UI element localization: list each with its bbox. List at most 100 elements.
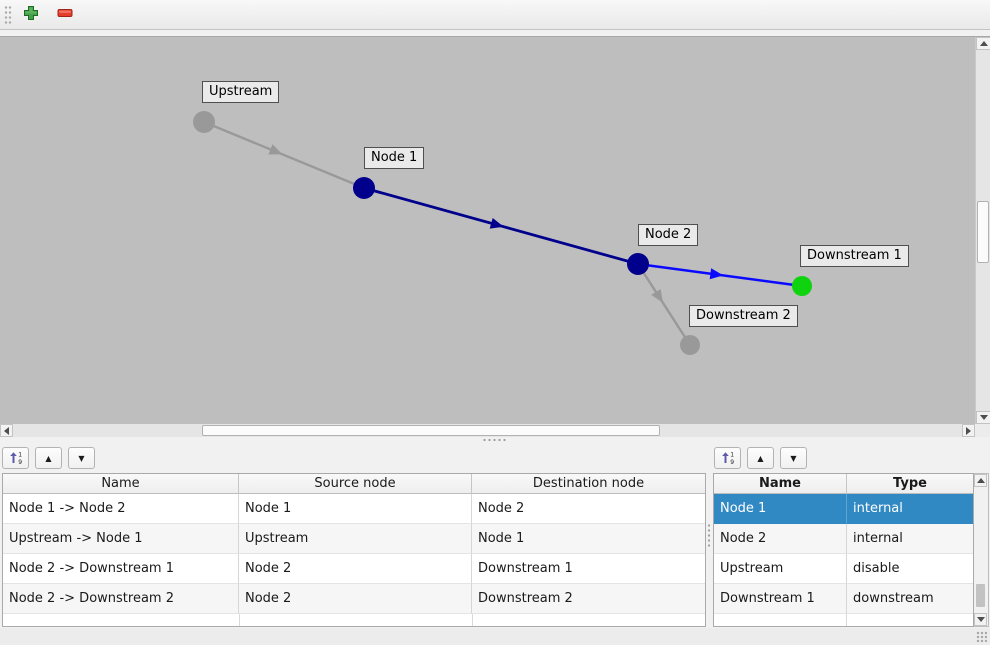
graph-node-node-1[interactable] xyxy=(353,177,375,199)
sort-ascending-icon: 1 9 xyxy=(9,452,22,465)
column-header[interactable]: Type xyxy=(847,474,973,494)
graph-edge-upstream-node-1[interactable] xyxy=(203,120,365,190)
table-cell: Node 2 -> Downstream 1 xyxy=(3,554,239,584)
table-empty-area xyxy=(3,614,705,626)
vertical-splitter[interactable] xyxy=(706,443,712,628)
horizontal-splitter[interactable] xyxy=(0,437,990,443)
node-label-downstream-2[interactable]: Downstream 2 xyxy=(689,305,798,327)
graph-node-node-2[interactable] xyxy=(627,253,649,275)
window-resize-grip[interactable] xyxy=(976,631,987,642)
horizontal-scroll-thumb[interactable] xyxy=(202,425,660,436)
nodes-move-up-button[interactable]: ▲ xyxy=(747,447,774,469)
down-arrow-icon xyxy=(979,415,988,420)
canvas-vertical-scrollbar[interactable] xyxy=(975,37,990,424)
table-empty-area xyxy=(714,614,973,626)
graph-node-downstream-1[interactable] xyxy=(792,276,812,296)
plus-icon xyxy=(23,5,39,25)
table-cell: Node 2 xyxy=(239,554,472,584)
minus-icon xyxy=(57,5,73,25)
up-triangle-icon: ▲ xyxy=(45,453,52,463)
column-header[interactable]: Name xyxy=(714,474,847,494)
splitter-grip-icon xyxy=(482,438,508,442)
nodes-move-down-button[interactable]: ▼ xyxy=(780,447,807,469)
table-cell: Node 2 xyxy=(714,524,847,554)
table-cell: Downstream 2 xyxy=(472,584,705,614)
down-arrow-icon xyxy=(976,617,985,622)
down-triangle-icon: ▼ xyxy=(78,453,85,463)
scroll-up-button[interactable] xyxy=(976,37,990,50)
column-header[interactable]: Name xyxy=(3,474,239,494)
remove-node-button[interactable] xyxy=(52,3,78,27)
table-cell: Node 2 -> Downstream 2 xyxy=(3,584,239,614)
table-cell: Node 1 xyxy=(714,494,847,524)
table-cell: internal xyxy=(853,501,903,516)
table-row[interactable]: Node 1 internal xyxy=(714,494,973,524)
table-cell: downstream xyxy=(847,584,973,614)
up-arrow-icon xyxy=(979,41,988,46)
scrollbar-corner xyxy=(975,424,990,437)
canvas-horizontal-scrollbar[interactable] xyxy=(0,424,975,437)
canvas-horizontal-scrollbar-row xyxy=(0,424,990,437)
up-triangle-icon: ▲ xyxy=(757,453,764,463)
table-cell: Downstream 1 xyxy=(472,554,705,584)
column-header[interactable]: Destination node xyxy=(472,474,705,494)
table-cell: Upstream xyxy=(239,524,472,554)
scroll-up-button[interactable] xyxy=(974,474,987,487)
graph-node-downstream-2[interactable] xyxy=(680,335,700,355)
add-node-button[interactable] xyxy=(18,3,44,27)
edges-sort-button[interactable]: 1 9 xyxy=(2,447,29,469)
scroll-left-button[interactable] xyxy=(0,424,13,437)
table-cell: Upstream -> Node 1 xyxy=(3,524,239,554)
main-toolbar xyxy=(0,0,990,30)
table-cell: Node 2 xyxy=(472,494,705,524)
edge-arrow-icon xyxy=(489,218,504,229)
graph-node-upstream[interactable] xyxy=(193,111,215,133)
svg-text:9: 9 xyxy=(18,459,22,465)
table-cell: Node 1 -> Node 2 xyxy=(3,494,239,524)
scroll-down-button[interactable] xyxy=(976,411,990,424)
table-cell: Node 1 xyxy=(239,494,472,524)
edges-move-down-button[interactable]: ▼ xyxy=(68,447,95,469)
node-label-downstream-1[interactable]: Downstream 1 xyxy=(800,245,909,267)
scroll-down-button[interactable] xyxy=(974,613,987,626)
nodes-sort-button[interactable]: 1 9 xyxy=(714,447,741,469)
toolbar-drag-handle[interactable] xyxy=(4,4,12,25)
node-label-node-2[interactable]: Node 2 xyxy=(638,224,699,246)
left-arrow-icon xyxy=(4,426,9,435)
graph-edge-node-2-downstream-2[interactable] xyxy=(636,263,692,346)
node-label-upstream[interactable]: Upstream xyxy=(202,81,280,103)
status-strip xyxy=(0,628,990,645)
edge-arrow-icon xyxy=(268,144,283,155)
graph-svg xyxy=(193,111,812,355)
edges-move-up-button[interactable]: ▲ xyxy=(35,447,62,469)
column-header[interactable]: Source node xyxy=(239,474,472,494)
edge-arrow-icon xyxy=(651,289,663,303)
table-cell: internal xyxy=(847,524,973,554)
vertical-scroll-thumb[interactable] xyxy=(977,201,989,263)
nodes-table-scrollbar[interactable] xyxy=(974,473,989,627)
svg-text:1: 1 xyxy=(18,452,22,459)
table-cell: disable xyxy=(847,554,973,584)
table-scroll-thumb[interactable] xyxy=(976,584,985,607)
node-label-node-1[interactable]: Node 1 xyxy=(364,147,425,169)
scroll-right-button[interactable] xyxy=(962,424,975,437)
edge-arrow-icon xyxy=(709,268,724,280)
nodes-toolbar: 1 9 ▲ ▼ xyxy=(712,443,990,473)
table-cell: Downstream 1 xyxy=(714,584,847,614)
splitter-grip-icon xyxy=(707,522,711,549)
